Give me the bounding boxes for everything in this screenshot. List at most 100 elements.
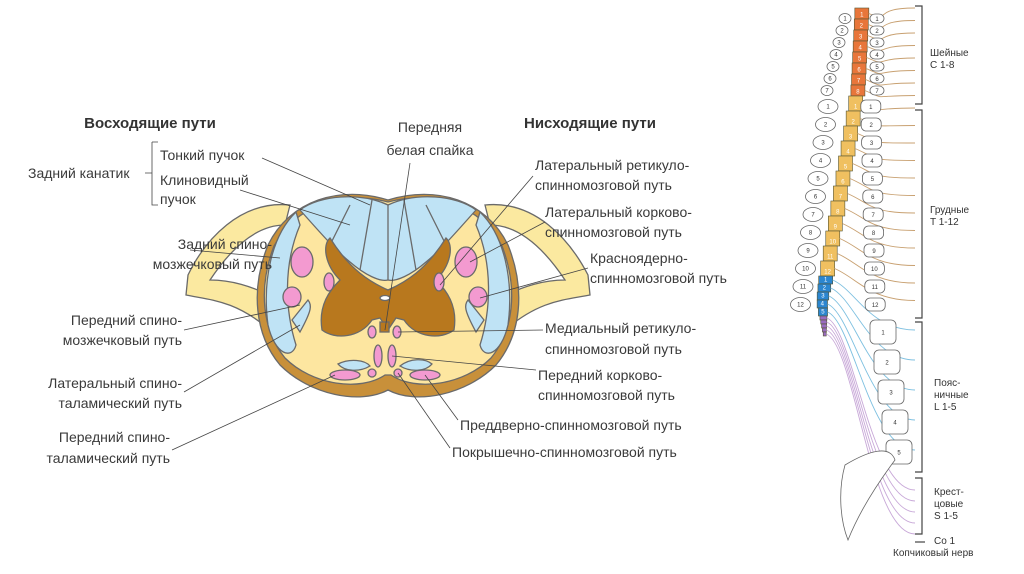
spinous-process: [820, 85, 834, 96]
vertebra-number: 4: [834, 53, 838, 59]
label-ant-corticospinal: Передний корково-: [538, 367, 663, 383]
label-cervical-range: C 1-8: [930, 60, 955, 71]
label-med-reticulospinal-2: спинномозговой путь: [545, 341, 682, 357]
vertebra-number: 8: [809, 231, 813, 237]
label-ant-spinothalamic: Передний спино-: [58, 429, 170, 445]
label-vestibulospinal: Преддверно-спинномозговой путь: [460, 417, 682, 433]
label-commissure-2: белая спайка: [386, 142, 474, 158]
vertebra-number: 4: [870, 159, 874, 165]
leader-lines: [145, 141, 589, 451]
vertebral-body: [861, 153, 883, 168]
vertebra-number: 7: [872, 213, 876, 219]
vertebral-body: [864, 297, 886, 312]
spinous-process: [807, 171, 829, 186]
lat-reticulospinal: [433, 272, 445, 292]
spinal-nerve: [830, 287, 916, 361]
descending-title: Нисходящие пути: [524, 115, 656, 132]
vertebra-number: 3: [837, 41, 841, 47]
spinous-process: [800, 225, 821, 240]
spinal-nerve: [847, 193, 916, 214]
spinous-process: [792, 279, 814, 294]
vertebra-number: 1: [869, 105, 873, 111]
label-lumbar: Пояс-: [934, 378, 961, 389]
segment-number: 5: [858, 57, 862, 63]
segment-number: 8: [836, 210, 840, 216]
segment-number: 2: [823, 286, 827, 292]
label-sacral-2: цовые: [934, 499, 964, 510]
vertebra-number: 6: [875, 77, 879, 83]
label-posterior-funiculus: Задний канатик: [28, 165, 130, 181]
label-lat-spinothalamic: Латеральный спино-: [48, 375, 182, 391]
vertebral-body: [860, 117, 882, 132]
vertebra-number: 2: [875, 29, 879, 35]
vertebra-number: 6: [871, 195, 875, 201]
spinous-process: [815, 117, 836, 132]
sacrum: [840, 450, 896, 542]
segment-number: 5: [821, 310, 825, 316]
vertebra-number: 11: [800, 285, 807, 291]
vertebral-body: [862, 171, 883, 186]
label-thoracic: Грудные: [930, 205, 970, 216]
segment-number: 8: [856, 90, 860, 96]
vertebra-number: 7: [875, 89, 879, 95]
spinous-process: [829, 49, 843, 60]
label-cervical: Шейные: [930, 48, 969, 59]
cord-segment: [819, 315, 828, 321]
label-ant-spinothalamic-2: таламический путь: [46, 450, 170, 466]
vertebral-body: [869, 25, 885, 36]
label-ant-corticospinal-2: спинномозговой путь: [538, 387, 675, 403]
label-lat-corticospinal: Латеральный корково-: [545, 204, 692, 220]
cord-segment: [820, 319, 828, 325]
segment-number: 9: [834, 225, 838, 231]
vertebral-body: [881, 409, 909, 435]
spinal-nerve: [826, 333, 916, 535]
segment-number: 12: [824, 270, 831, 276]
vertebral-body: [877, 379, 905, 405]
ascending-title: Восходящие пути: [84, 115, 216, 132]
rubrospinal: [468, 286, 488, 308]
label-lat-corticospinal-2: спинномозговой путь: [545, 224, 682, 240]
label-lumbar-range: L 1-5: [934, 402, 957, 413]
segment-number: 7: [857, 79, 861, 85]
label-gracile: Тонкий пучок: [160, 147, 245, 163]
label-lumbar-2: ничные: [934, 390, 969, 401]
segment-number: 11: [827, 255, 834, 261]
vertebral-body: [869, 85, 885, 96]
label-sacral-range: S 1-5: [934, 511, 958, 522]
spinous-process: [832, 37, 846, 48]
cord-segment: [822, 327, 827, 333]
vertebra-number: 5: [897, 451, 901, 457]
segment-number: 6: [841, 180, 845, 186]
vertebral-body: [864, 261, 885, 276]
vertebra-number: 2: [840, 29, 844, 35]
label-cuneate-2: пучок: [160, 191, 196, 207]
vertebra-number: 6: [828, 77, 832, 83]
vertebra-number: 3: [821, 141, 825, 147]
cord-cross-section: [185, 193, 591, 398]
right-lateral-ascending: [475, 210, 511, 354]
spinal-nerve: [866, 57, 916, 63]
spinal-nerve: [842, 223, 916, 249]
vertebra-number: 5: [831, 65, 835, 71]
spinal-nerve: [865, 68, 916, 74]
vertebra-number: 12: [872, 303, 879, 309]
vertebral-body: [869, 13, 885, 24]
vertebral-body: [869, 319, 897, 345]
label-post-spinocerebellar: Задний спино-: [177, 236, 272, 252]
vertebral-body: [869, 49, 885, 60]
segment-number: 5: [844, 165, 848, 171]
vertebral-body: [863, 243, 885, 258]
spinal-nerve: [866, 45, 916, 52]
vertebral-body: [869, 73, 885, 84]
spinous-process: [805, 189, 826, 204]
label-coccygeal-nerve: Копчиковый нерв: [893, 548, 974, 559]
right-lat-corticospinal: [454, 246, 478, 278]
vertebra-number: 11: [872, 285, 879, 291]
label-lat-reticulospinal-2: спинномозговой путь: [535, 177, 672, 193]
segment-number: 4: [859, 46, 863, 52]
spinous-process: [795, 261, 816, 276]
segment-number: 3: [849, 135, 853, 141]
vertebra-number: 5: [875, 65, 879, 71]
vertebral-body: [860, 99, 882, 114]
segment-number: 7: [839, 195, 843, 201]
